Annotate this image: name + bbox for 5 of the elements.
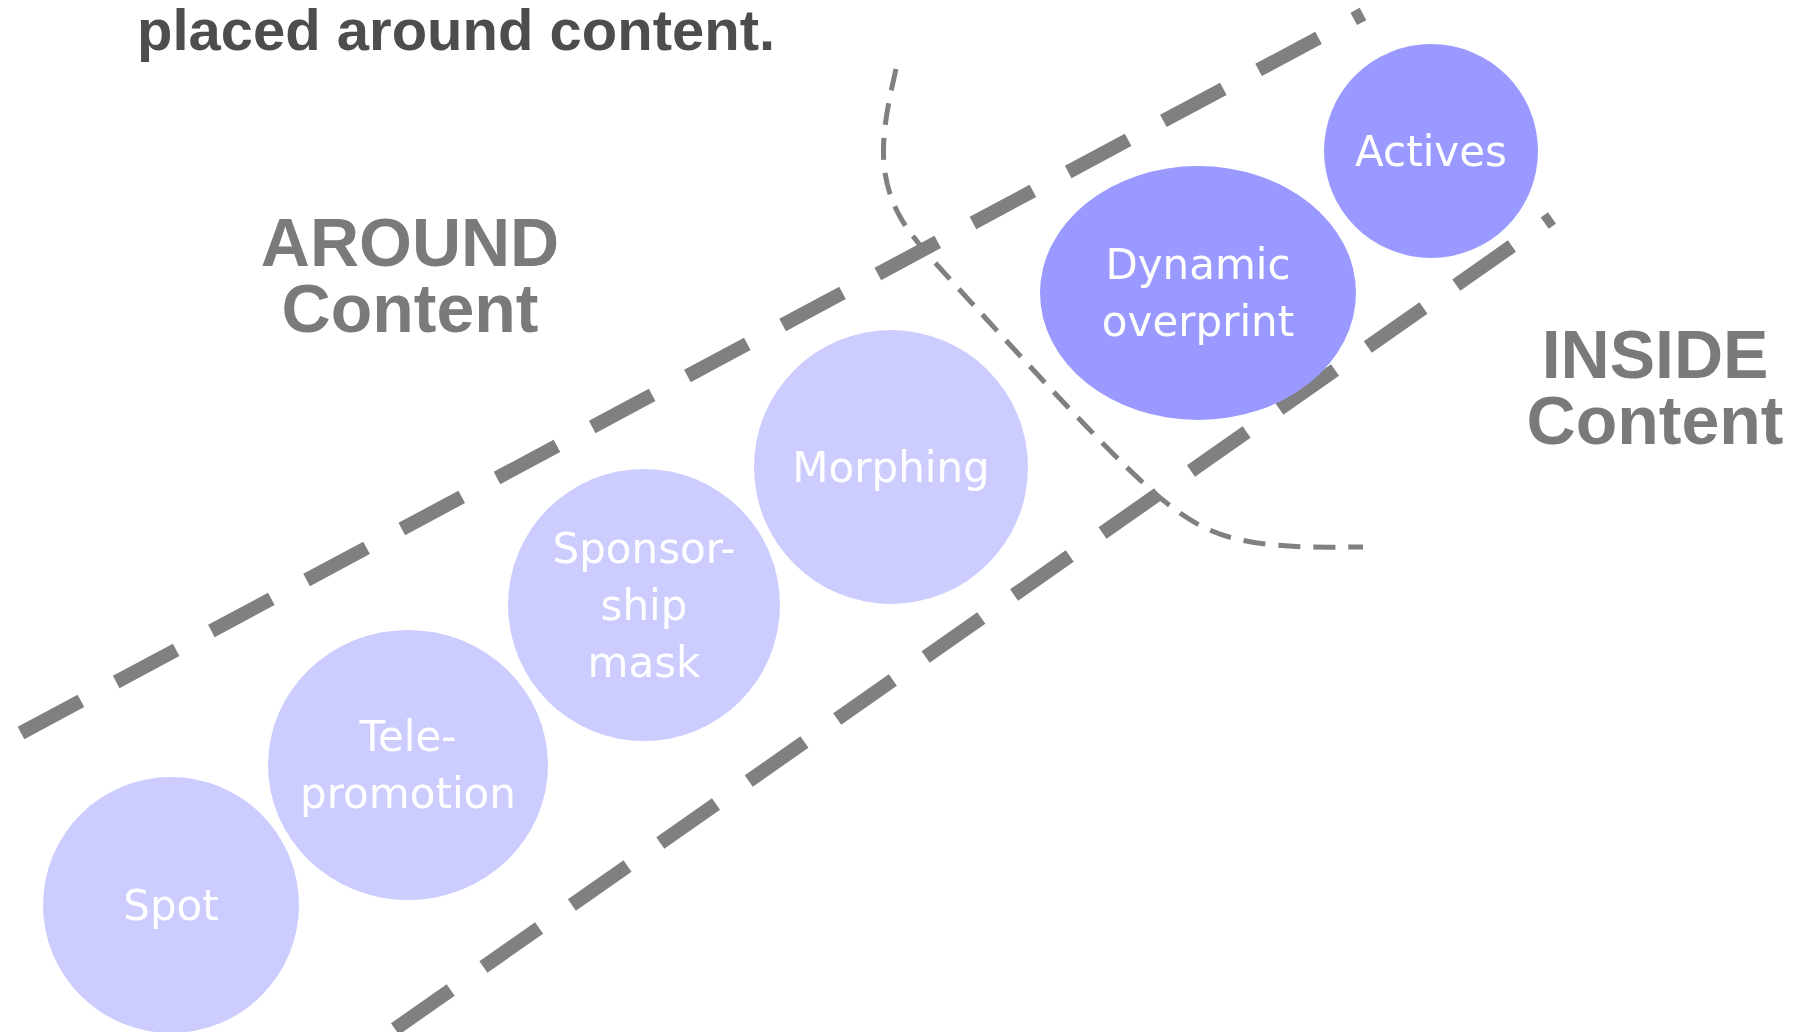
title: placed around content. [137, 0, 776, 63]
zone-label: INSIDE Content [1526, 321, 1784, 453]
bubble-label: Dynamic overprint [1101, 239, 1295, 348]
zone-label: AROUND Content [260, 209, 560, 341]
bubble-label: Actives [1355, 125, 1507, 178]
